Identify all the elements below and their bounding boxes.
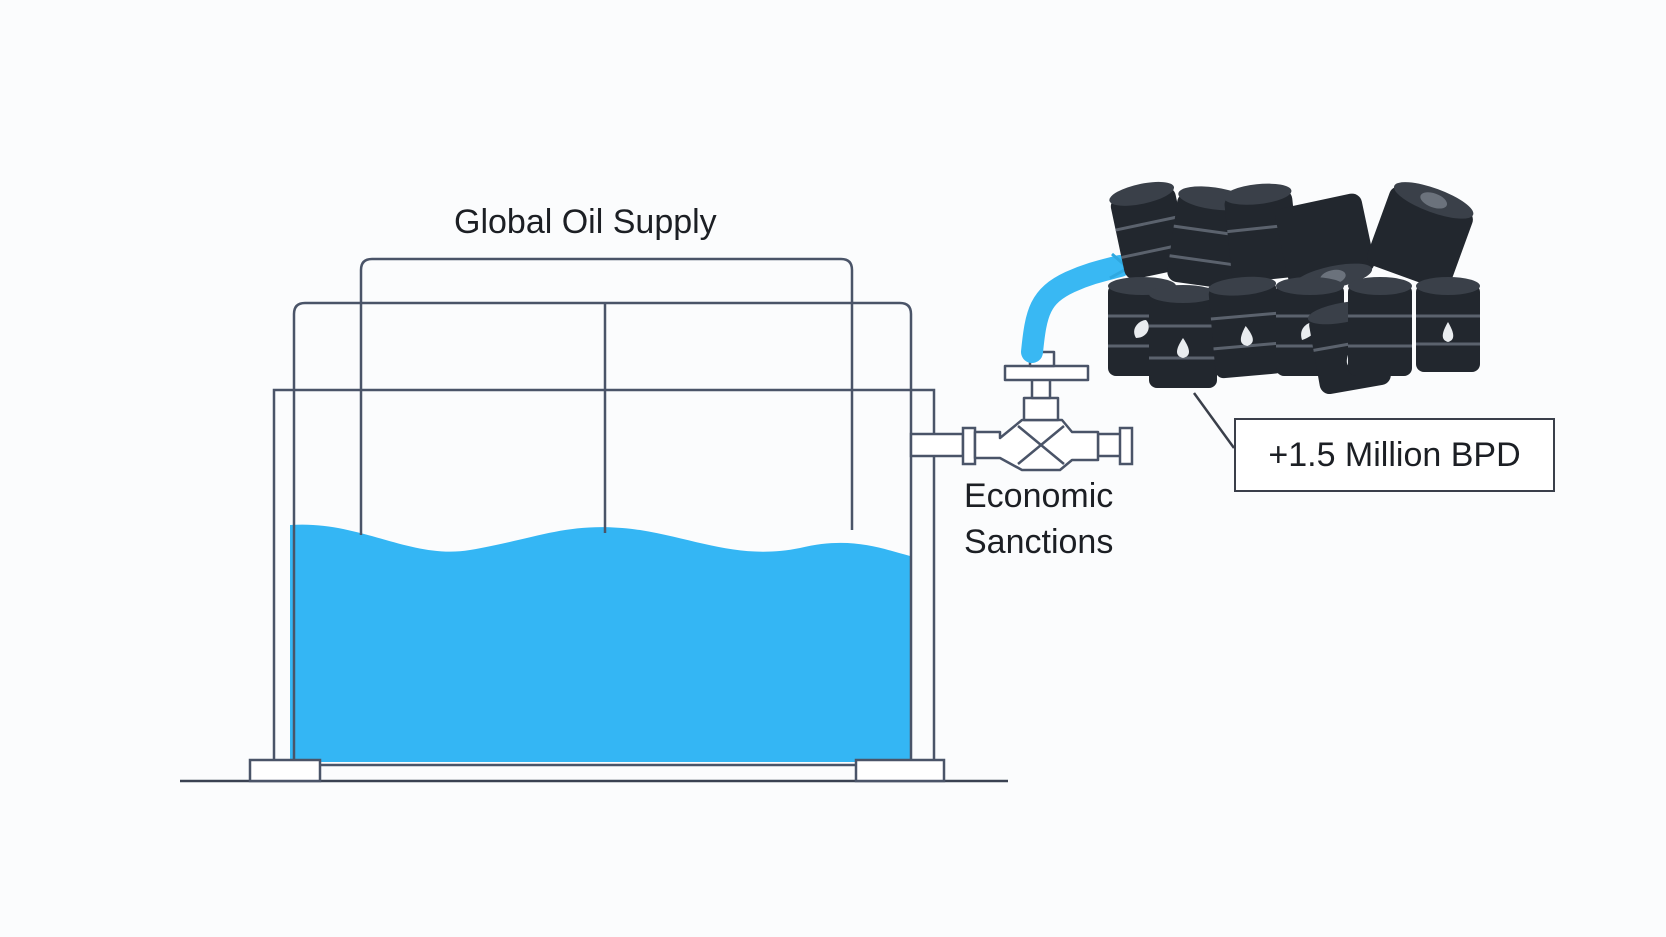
callout-box: +1.5 Million BPD <box>1234 418 1555 492</box>
diagram-title: Global Oil Supply <box>454 203 717 241</box>
valve-label: Economic Sanctions <box>964 473 1144 565</box>
callout-leader <box>1192 392 1236 449</box>
oil-barrel-icon <box>1149 285 1217 388</box>
oil-drop-icon <box>1442 322 1454 342</box>
storage-tank-icon <box>248 257 946 783</box>
barrel-pile <box>1108 181 1480 395</box>
valve-label-line1: Economic <box>964 477 1114 515</box>
oil-flow-stream <box>1021 255 1131 363</box>
valve-icon <box>973 350 1100 472</box>
oil-drop-icon <box>1177 338 1189 358</box>
oil-barrel-icon <box>1367 182 1474 290</box>
tank-foot-left <box>248 758 322 783</box>
oil-drop-icon <box>1240 326 1253 346</box>
tank-liquid <box>290 524 910 762</box>
oil-barrel-icon <box>1208 276 1284 379</box>
oil-barrel-icon <box>1348 277 1412 376</box>
oil-barrel-icon <box>1416 277 1480 372</box>
callout-text: +1.5 Million BPD <box>1268 435 1521 474</box>
valve-label-line2: Sanctions <box>964 523 1114 561</box>
tank-foot-right <box>854 758 946 783</box>
outlet-pipe <box>909 426 1134 466</box>
